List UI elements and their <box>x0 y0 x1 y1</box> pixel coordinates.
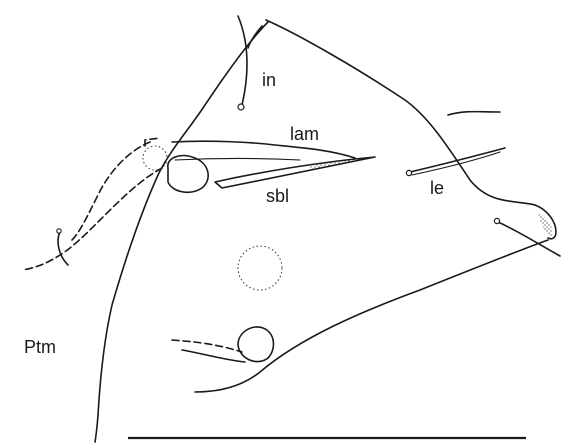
lamella-upper <box>172 141 355 158</box>
seta-in <box>238 16 247 105</box>
seta-le-lower <box>412 152 500 175</box>
lower-ridge-solid <box>182 350 245 362</box>
label-in: in <box>262 70 276 90</box>
dashed-outline-lower <box>22 168 162 270</box>
small-seta-left <box>58 232 68 265</box>
lamella-condyle <box>168 156 208 193</box>
dotted-attachment <box>143 146 167 170</box>
lamella-lower <box>175 159 300 161</box>
small-seta-left-socket <box>57 229 61 233</box>
label-sbl: sbl <box>266 186 289 206</box>
label-lam: lam <box>290 124 319 144</box>
seta-tip-socket <box>494 218 499 223</box>
label-ptm: Ptm <box>24 337 56 357</box>
seta-in-socket <box>238 104 244 110</box>
body-lower-margin <box>195 240 548 392</box>
upper-ridge <box>448 112 500 115</box>
seta-le <box>410 148 505 172</box>
dotted-circle <box>238 246 282 290</box>
lower-condyle <box>238 327 273 362</box>
body-left-margin <box>95 22 268 442</box>
dashed-cap <box>145 138 160 146</box>
seta-le-socket <box>406 170 411 175</box>
label-le: le <box>430 178 444 198</box>
